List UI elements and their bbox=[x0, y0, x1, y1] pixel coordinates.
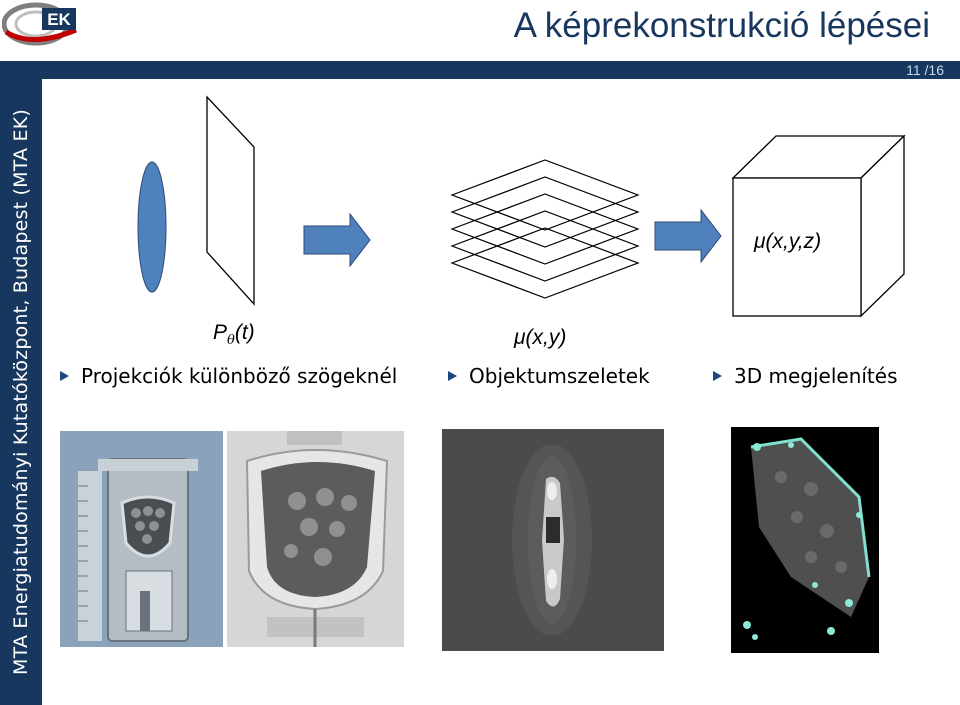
logo: EK bbox=[1, 2, 80, 50]
cross-section-image bbox=[442, 429, 664, 651]
step-3d: 3D megjelenítés bbox=[713, 364, 898, 388]
radiograph-image bbox=[227, 431, 404, 647]
top-bar bbox=[0, 61, 960, 79]
sidebar-institution-text: MTA Energiatudományi Kutatóközpont, Buda… bbox=[10, 109, 32, 675]
object-ellipse bbox=[137, 161, 167, 293]
3d-rendering-image bbox=[731, 427, 879, 653]
sidebar bbox=[0, 79, 42, 705]
bullet-triangle-icon bbox=[60, 370, 69, 381]
sidebar-institution: MTA Energiatudományi Kutatóközpont, Buda… bbox=[0, 79, 42, 705]
volume-cube-diagram bbox=[728, 130, 910, 320]
slices-diagram bbox=[430, 150, 650, 300]
detector-plane bbox=[206, 95, 255, 306]
bullet-triangle-icon bbox=[448, 370, 457, 381]
slices-label: μ(x,y) bbox=[514, 326, 567, 349]
arrow-right-icon bbox=[653, 208, 723, 264]
sample-holder-photo bbox=[60, 431, 223, 647]
page-number: 11 /16 bbox=[906, 62, 944, 78]
bullet-triangle-icon bbox=[713, 370, 722, 381]
volume-label: μ(x,y,z) bbox=[754, 230, 822, 253]
page-title: A képrekonstrukció lépései bbox=[513, 6, 930, 45]
logo-text: EK bbox=[47, 10, 71, 29]
arrow-right-icon bbox=[302, 212, 372, 268]
step-slices: Objektumszeletek bbox=[448, 364, 650, 388]
projection-label: Pθ(t) bbox=[213, 321, 255, 349]
step-projections: Projekciók különböző szögeknél bbox=[60, 364, 397, 388]
projection-diagram bbox=[130, 90, 270, 310]
